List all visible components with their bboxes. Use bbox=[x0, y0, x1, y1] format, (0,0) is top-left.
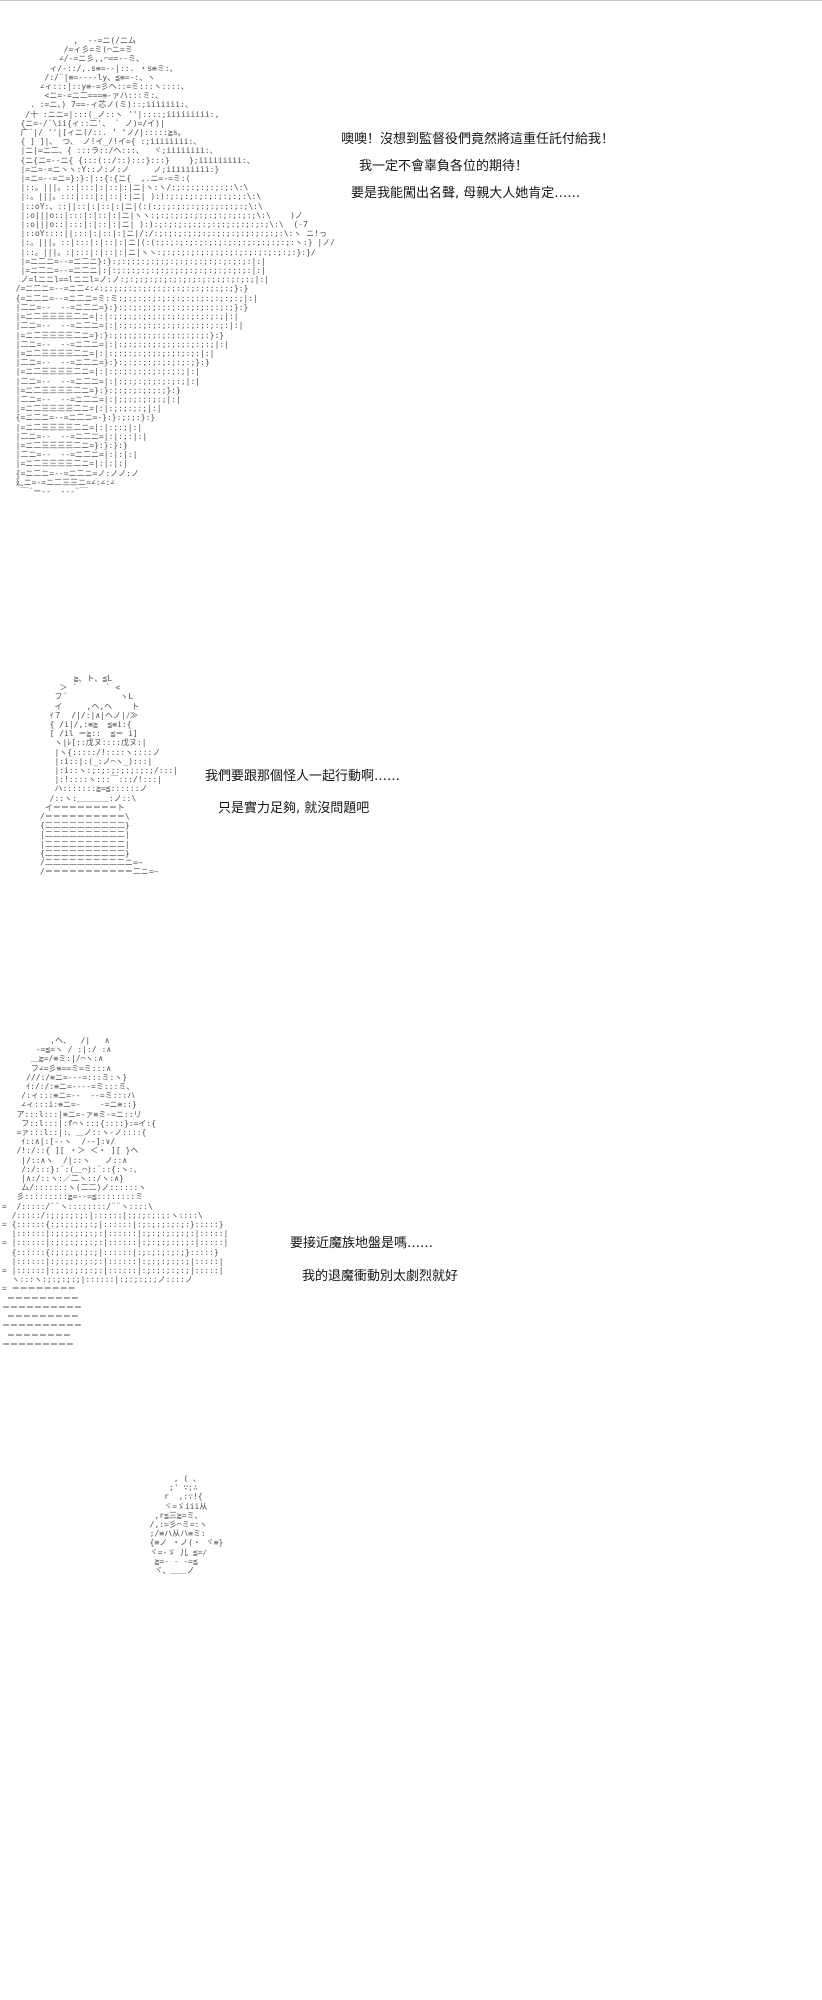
dialogue-line: 噢噢！沒想到監督役們竟然將這重任託付給我！ bbox=[341, 132, 615, 147]
dialogue-line: 要接近魔族地盤是嗎…… bbox=[290, 1236, 434, 1251]
dialogue-line: 我們要跟那個怪人一起行動啊…… bbox=[205, 769, 401, 784]
ascii-art-character-bust: ≧、ト、≦L ＞ ´ ` < フ´ ヽL イ ,ヘ,ヘ ト ｲ７ /|/:|∧|… bbox=[40, 674, 179, 877]
ascii-art-character-messy-hair: ,ヘ、 /| ∧ -=≦=ヽ / :|:/ :∧ ＿≧=/≡ミ:|/⌒ヽ:∧ フ… bbox=[2, 1036, 229, 1349]
dialogue-line: 只是實力足夠, 就沒問題吧 bbox=[218, 801, 370, 816]
dialogue-line: 要是我能闖出名聲, 母親大人她肯定…… bbox=[351, 186, 581, 201]
ascii-art-character-beret: , -‐=ニ(/ニム /=ィ彡=ミ(⌒ニ=ミ ∠/-=ニ彡,,⌒==‐-ミ、 ィ… bbox=[15, 36, 335, 496]
top-border-line bbox=[0, 0, 822, 1]
ascii-art-character-partial: , ( ､ ;' ∵;∴ r ,:∵!{ ヾ=ゞiii从 ,r≦三≧=ミ、 /,… bbox=[149, 1474, 224, 1576]
dialogue-line: 我一定不會辜負各位的期待！ bbox=[359, 159, 529, 174]
dialogue-line: 我的退魔衝動別太劇烈就好 bbox=[302, 1269, 459, 1284]
